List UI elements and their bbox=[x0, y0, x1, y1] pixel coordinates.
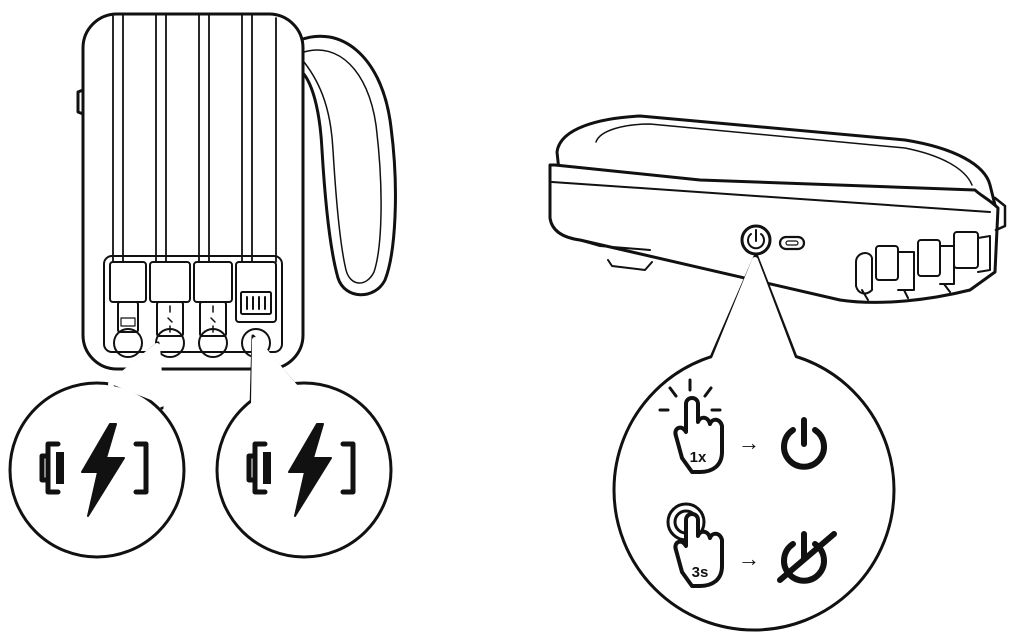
step-2-arrow: → bbox=[738, 546, 760, 571]
battery-charging-icon bbox=[39, 423, 149, 517]
side-button bbox=[76, 88, 85, 116]
wrist-strap bbox=[298, 34, 397, 297]
side-view-foot bbox=[607, 259, 653, 271]
press-3s-label: 3s bbox=[692, 564, 709, 581]
connector-usb-c-1 bbox=[149, 261, 191, 358]
hold-hand-icon bbox=[666, 502, 724, 588]
battery-charging-icon bbox=[246, 423, 356, 517]
power-bank-side-view bbox=[548, 114, 1007, 304]
connector-tray bbox=[103, 255, 283, 353]
power-bank-front-view bbox=[76, 12, 397, 371]
callout-3-circle bbox=[612, 348, 896, 632]
side-connectors bbox=[855, 231, 991, 301]
power-icon bbox=[781, 417, 827, 470]
tap-hand-icon bbox=[658, 378, 724, 474]
usb-c-port bbox=[778, 235, 806, 251]
connector-lightning bbox=[109, 261, 147, 358]
power-bank-body bbox=[81, 12, 305, 371]
power-off-icon bbox=[777, 531, 837, 584]
step-1-arrow: → bbox=[738, 430, 760, 455]
connector-usb-c-2 bbox=[193, 261, 233, 358]
side-view-top-inner bbox=[595, 123, 973, 186]
callout-usb-a-port bbox=[215, 334, 393, 559]
press-1x-label: 1x bbox=[690, 449, 707, 466]
side-view-strap bbox=[993, 196, 1007, 232]
cable-grooves bbox=[112, 13, 277, 263]
side-view-body bbox=[548, 163, 1000, 304]
wrist-strap-inner bbox=[303, 49, 382, 284]
callout-lightning-port bbox=[8, 341, 186, 559]
side-view-edge bbox=[551, 181, 991, 213]
callout-power-button: 1x → 3s → bbox=[612, 252, 896, 632]
connector-usb-a bbox=[235, 261, 277, 358]
power-button-symbol bbox=[747, 229, 765, 250]
